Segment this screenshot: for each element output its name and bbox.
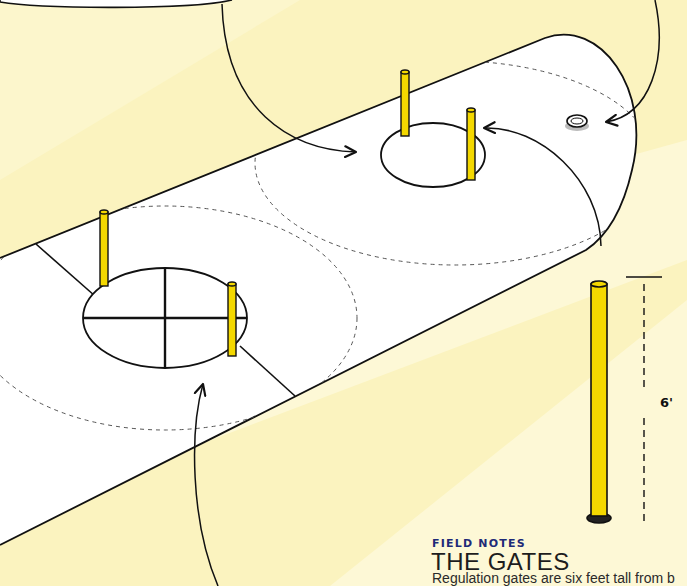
lower-target <box>36 244 295 396</box>
body-text: Regulation gates are six feet tall from … <box>432 570 675 586</box>
dimension-line <box>626 277 662 526</box>
disc-marker <box>565 115 589 131</box>
field-outline <box>0 35 636 545</box>
gate-poles <box>100 70 475 356</box>
dashed-circles <box>0 61 655 430</box>
dimension-label: 6' <box>660 396 673 411</box>
leader-arrows <box>195 0 660 586</box>
callout-box <box>0 0 232 7</box>
gate-pole-detail <box>587 281 611 523</box>
